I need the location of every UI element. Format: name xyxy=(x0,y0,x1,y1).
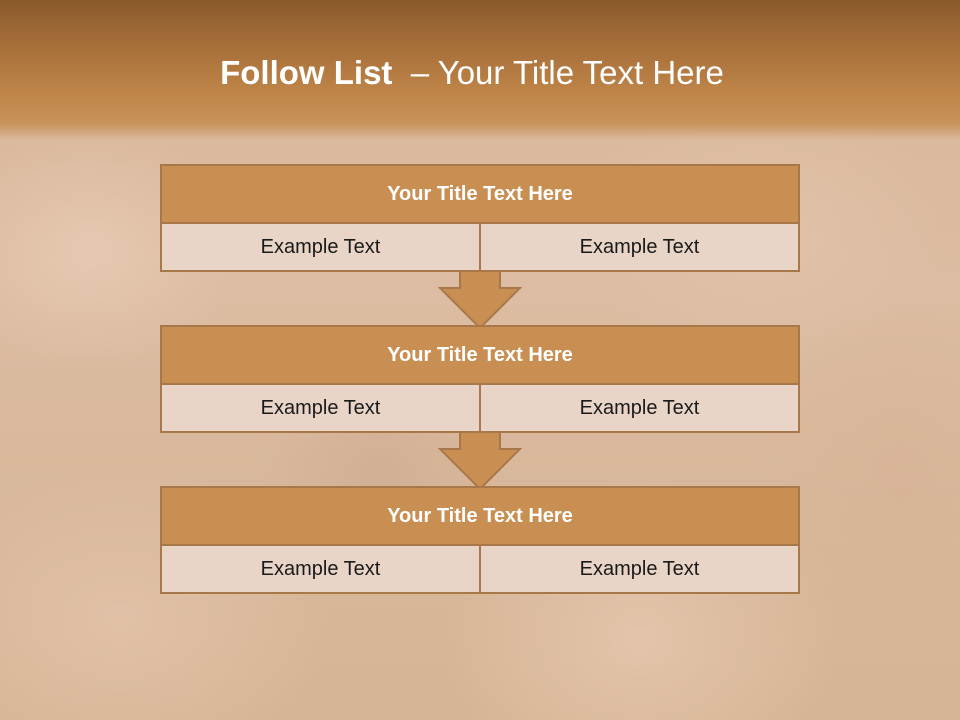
slide-title: Follow List – Your Title Text Here xyxy=(0,54,944,92)
step-title: Your Title Text Here xyxy=(162,327,798,385)
step-title: Your Title Text Here xyxy=(162,488,798,546)
step-box-3: Your Title Text Here Example Text Exampl… xyxy=(160,486,800,594)
down-arrow-icon xyxy=(438,431,522,491)
step-cell-right: Example Text xyxy=(479,546,798,592)
header-band xyxy=(0,0,960,140)
step-row: Example Text Example Text xyxy=(162,385,798,431)
step-row: Example Text Example Text xyxy=(162,546,798,592)
step-row: Example Text Example Text xyxy=(162,224,798,270)
step-cell-left: Example Text xyxy=(162,546,479,592)
down-arrow-icon xyxy=(438,270,522,330)
step-title: Your Title Text Here xyxy=(162,166,798,224)
step-cell-left: Example Text xyxy=(162,385,479,431)
step-cell-right: Example Text xyxy=(479,224,798,270)
slide-title-rest: – Your Title Text Here xyxy=(410,54,724,91)
step-cell-right: Example Text xyxy=(479,385,798,431)
slide-title-bold: Follow List xyxy=(220,54,393,91)
step-box-1: Your Title Text Here Example Text Exampl… xyxy=(160,164,800,272)
step-cell-left: Example Text xyxy=(162,224,479,270)
step-box-2: Your Title Text Here Example Text Exampl… xyxy=(160,325,800,433)
